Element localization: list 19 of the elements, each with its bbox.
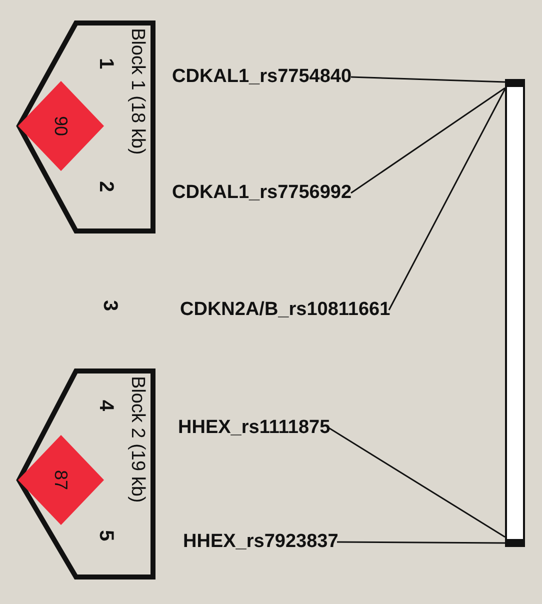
leader-line xyxy=(328,427,506,538)
ld-value: 87 xyxy=(50,470,71,490)
leader-line xyxy=(350,87,506,194)
block-title: Block 1 (18 kb) xyxy=(126,28,148,155)
snp-label: CDKAL1_rs7754840 xyxy=(172,65,352,89)
ld-value: 90 xyxy=(50,116,71,136)
snp-label: HHEX_rs1111875 xyxy=(178,416,330,440)
leader-line xyxy=(388,88,506,310)
marker-number: 3 xyxy=(98,300,121,312)
snp-label: HHEX_rs7923837 xyxy=(183,530,338,554)
leader-line xyxy=(337,541,505,544)
marker-number: 5 xyxy=(94,530,117,542)
marker-number: 4 xyxy=(94,400,117,412)
marker-number: 2 xyxy=(94,181,117,192)
leader-line xyxy=(350,76,506,83)
snp-label: CDKN2A/B_rs10811661 xyxy=(180,298,390,322)
snp-label: CDKAL1_rs7756992 xyxy=(172,181,352,205)
block-title: Block 2 (19 kb) xyxy=(126,376,148,503)
marker-number: 1 xyxy=(94,58,117,70)
